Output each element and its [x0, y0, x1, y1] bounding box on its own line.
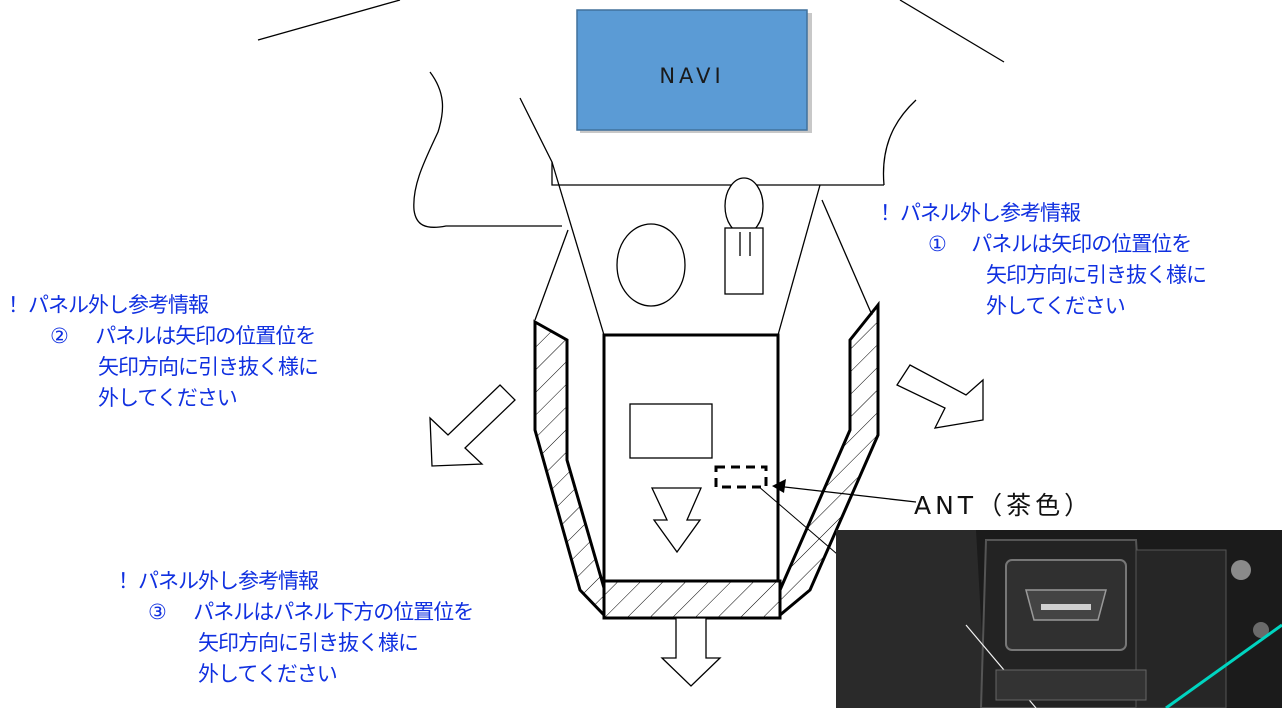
- removal-note-3: ！パネル外し参考情報 ③ パネルはパネル下方の位置位を 矢印方向に引き抜く様に …: [118, 566, 474, 690]
- side-panel-left: [533, 319, 606, 619]
- removal-note-1: ！パネル外し参考情報 ① パネルは矢印の位置位を 矢印方向に引き抜く様に 外して…: [880, 198, 1207, 322]
- navi-label: NAVI: [659, 64, 724, 88]
- console-side-right: [821, 199, 873, 316]
- shift-lever-base: [724, 227, 764, 295]
- note-3-number: ③: [148, 600, 167, 624]
- note-2-title: ！パネル外し参考情報: [8, 293, 209, 317]
- note-2-line-2: 矢印方向に引き抜く様に: [98, 355, 319, 379]
- antenna-leader-line: [775, 485, 917, 503]
- note-1-line-2: 矢印方向に引き抜く様に: [986, 263, 1207, 287]
- console-photo: [836, 530, 1282, 708]
- antenna-label: ANT（茶色）: [914, 491, 1094, 520]
- arrow-down-bottom: [660, 617, 722, 687]
- note-2-line-1: パネルは矢印の位置位を: [95, 324, 316, 348]
- dashboard-line-right: [899, 0, 1005, 63]
- note-3-title: ！パネル外し参考情報: [118, 569, 319, 593]
- shift-lever-knob: [724, 177, 764, 235]
- note-3-line-3: 外してください: [198, 662, 338, 686]
- note-1-number: ①: [928, 232, 947, 256]
- note-1-line-3: 外してください: [986, 294, 1126, 318]
- console-photo-image: [836, 530, 1282, 708]
- dashboard-curve-right: [882, 99, 917, 186]
- console-upper-left-edge: [551, 161, 605, 336]
- note-1-line-1: パネルは矢印の位置位を: [971, 232, 1192, 256]
- note-1-title: ！パネル外し参考情報: [880, 201, 1081, 225]
- console-upper-outline: [519, 97, 884, 186]
- arrow-pull-left: [429, 384, 516, 467]
- arrow-down-center: [650, 487, 702, 554]
- arrow-pull-right: [896, 364, 984, 429]
- removal-note-2: ！パネル外し参考情報 ② パネルは矢印の位置位を 矢印方向に引き抜く様に 外して…: [8, 290, 319, 414]
- note-2-number: ②: [50, 324, 69, 348]
- note-3-line-1: パネルはパネル下方の位置位を: [193, 600, 474, 624]
- small-switch-panel: [629, 403, 713, 459]
- dashboard-line-left: [257, 0, 401, 41]
- navi-box: [576, 9, 808, 131]
- note-3-line-2: 矢印方向に引き抜く様に: [198, 631, 419, 655]
- console-upper-right-edge: [777, 184, 821, 336]
- bottom-panel: [602, 579, 782, 620]
- dashboard-curve-left: [413, 71, 562, 228]
- note-2-line-3: 外してください: [98, 386, 238, 410]
- console-side-left: [534, 229, 569, 321]
- round-knob: [616, 223, 686, 307]
- antenna-dashed-box: [714, 465, 768, 489]
- antenna-leader-arrowhead: [772, 479, 786, 493]
